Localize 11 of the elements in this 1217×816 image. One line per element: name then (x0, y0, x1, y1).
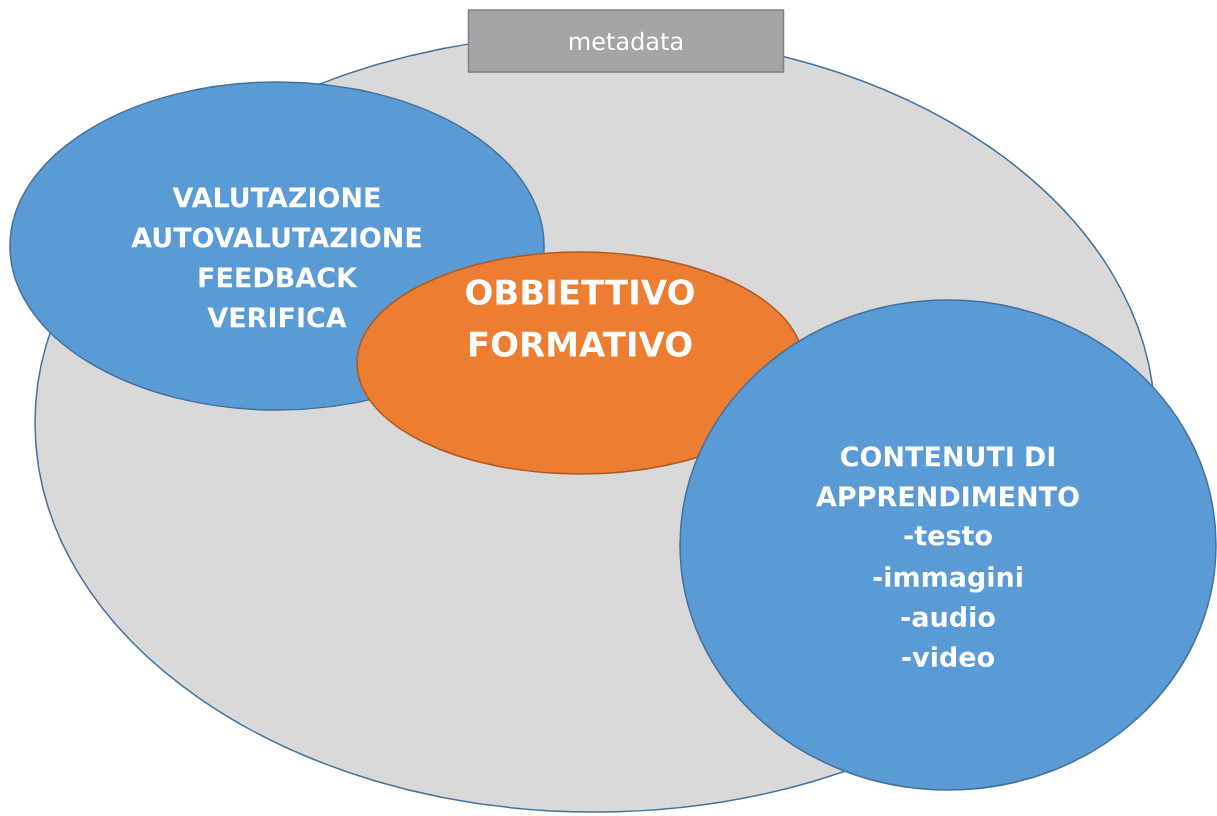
label: FEEDBACK (199, 267, 358, 288)
label: VERIFICA (207, 307, 347, 328)
label: -video (902, 646, 994, 668)
label: AUTOVALUTAZIONE (131, 227, 421, 248)
label: OBBIETTIVO FORMATIVO (466, 279, 694, 357)
label: VALUTAZIONE (172, 187, 380, 208)
label: -audio (901, 606, 995, 628)
label: -immagini (873, 566, 1022, 593)
label: -testo (904, 526, 992, 546)
metadata-tab: metadata (467, 9, 785, 73)
label: CONTENUTI DI APPRENDIMENTO (816, 446, 1079, 507)
